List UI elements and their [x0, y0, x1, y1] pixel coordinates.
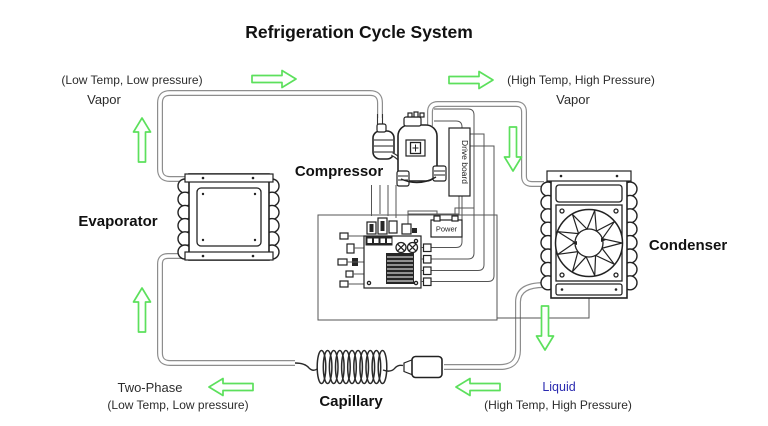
- label-bottom-right-state: Liquid: [542, 380, 575, 394]
- accumulator: [372, 130, 395, 160]
- label-top-left-state: Vapor: [87, 92, 121, 107]
- fan-blades: [557, 210, 623, 276]
- capillary-coil: [316, 349, 388, 385]
- down-arrow-icon-comp-outlet: [503, 126, 523, 172]
- power-label: Power: [436, 225, 458, 234]
- right-arrow-icon-low-vapor: [251, 69, 297, 89]
- wire-power-2: [454, 207, 474, 216]
- drive-board: Drive board: [448, 127, 471, 197]
- electrical-wiring: [317, 108, 590, 321]
- labels: Refrigeration Cycle System (Low Temp, Lo…: [61, 22, 727, 412]
- drive-board-label: Drive board: [460, 140, 470, 184]
- label-top-right-state: Vapor: [556, 92, 590, 107]
- label-bottom-left-state: Two-Phase: [117, 380, 182, 395]
- filter-dryer: [403, 355, 443, 379]
- label-capillary: Capillary: [319, 393, 383, 410]
- label-top-right-condition: (High Temp, High Pressure): [507, 73, 655, 87]
- label-condenser: Condenser: [649, 237, 728, 254]
- label-bottom-left-condition: (Low Temp, Low pressure): [107, 398, 248, 412]
- wire-power-1: [407, 210, 438, 224]
- condenser: [540, 170, 638, 299]
- right-arrow-icon-high-vapor: [448, 70, 494, 90]
- diagram-title: Refrigeration Cycle System: [245, 22, 473, 42]
- capillary: [294, 349, 404, 385]
- compressor: [372, 111, 447, 187]
- evaporator: [177, 173, 280, 261]
- pipe-compressor-to-condenser: [427, 101, 544, 187]
- left-arrow-icon-two-phase: [208, 377, 254, 397]
- left-arrow-icon-liquid: [455, 377, 501, 397]
- pipe-condenser-to-filter: [444, 282, 545, 370]
- terminal-strip: [365, 236, 393, 246]
- control-pcb: [337, 217, 432, 289]
- refrigerant-pipe-circuit: [157, 90, 545, 370]
- label-compressor: Compressor: [295, 163, 384, 180]
- label-evaporator: Evaporator: [78, 213, 157, 230]
- down-arrow-icon-cond-outlet: [535, 305, 555, 351]
- label-bottom-right-condition: (High Temp, High Pressure): [484, 398, 632, 412]
- up-arrow-icon-evap-inlet: [132, 287, 152, 333]
- up-arrow-icon-evap-outlet: [132, 117, 152, 163]
- evaporator-body: [188, 173, 270, 261]
- label-top-left-condition: (Low Temp, Low pressure): [61, 73, 202, 87]
- pipe-capillary-to-evaporator: [157, 253, 295, 366]
- power-supply: Power: [430, 215, 463, 238]
- fan-hub: [574, 228, 604, 258]
